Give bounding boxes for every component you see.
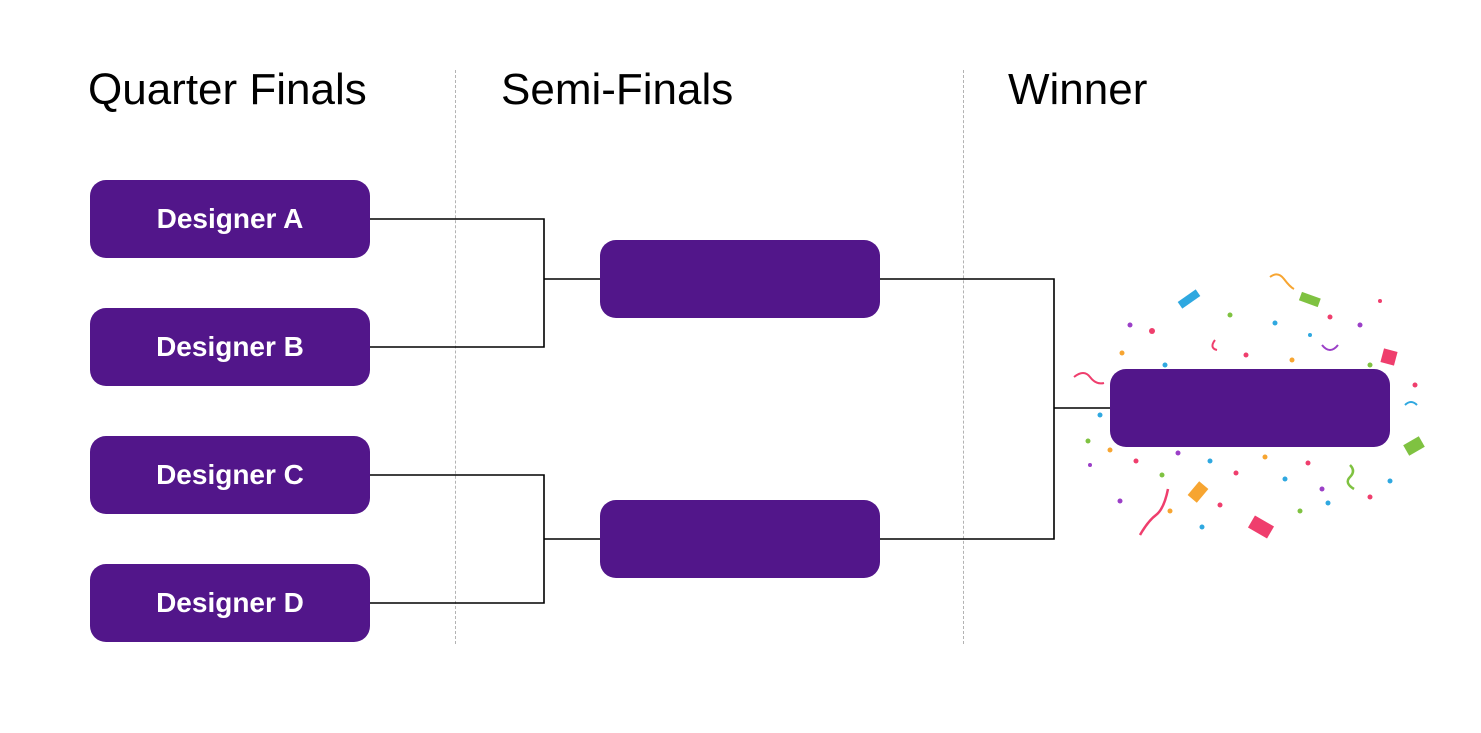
- confetti-icon: [1073, 273, 1425, 539]
- quarter-finals-title: Quarter Finals: [88, 65, 367, 114]
- round-divider: [455, 70, 456, 644]
- connector-qf3-qf4-to-sf2: [370, 474, 545, 604]
- quarter-final-slot-designer-d[interactable]: Designer D: [90, 564, 370, 642]
- quarter-final-slot-designer-a[interactable]: Designer A: [90, 180, 370, 258]
- connector-qf1-qf2-to-sf1: [370, 218, 545, 348]
- winner-slot[interactable]: [1110, 369, 1390, 447]
- round-divider: [963, 70, 964, 644]
- semi-final-slot-2[interactable]: [600, 500, 880, 578]
- winner-title: Winner: [1008, 65, 1148, 114]
- quarter-final-slot-designer-b[interactable]: Designer B: [90, 308, 370, 386]
- semi-final-slot-1[interactable]: [600, 240, 880, 318]
- quarter-final-slot-designer-c[interactable]: Designer C: [90, 436, 370, 514]
- semi-finals-title: Semi-Finals: [501, 65, 734, 114]
- connector-sf1-sf2-to-winner: [880, 278, 1055, 540]
